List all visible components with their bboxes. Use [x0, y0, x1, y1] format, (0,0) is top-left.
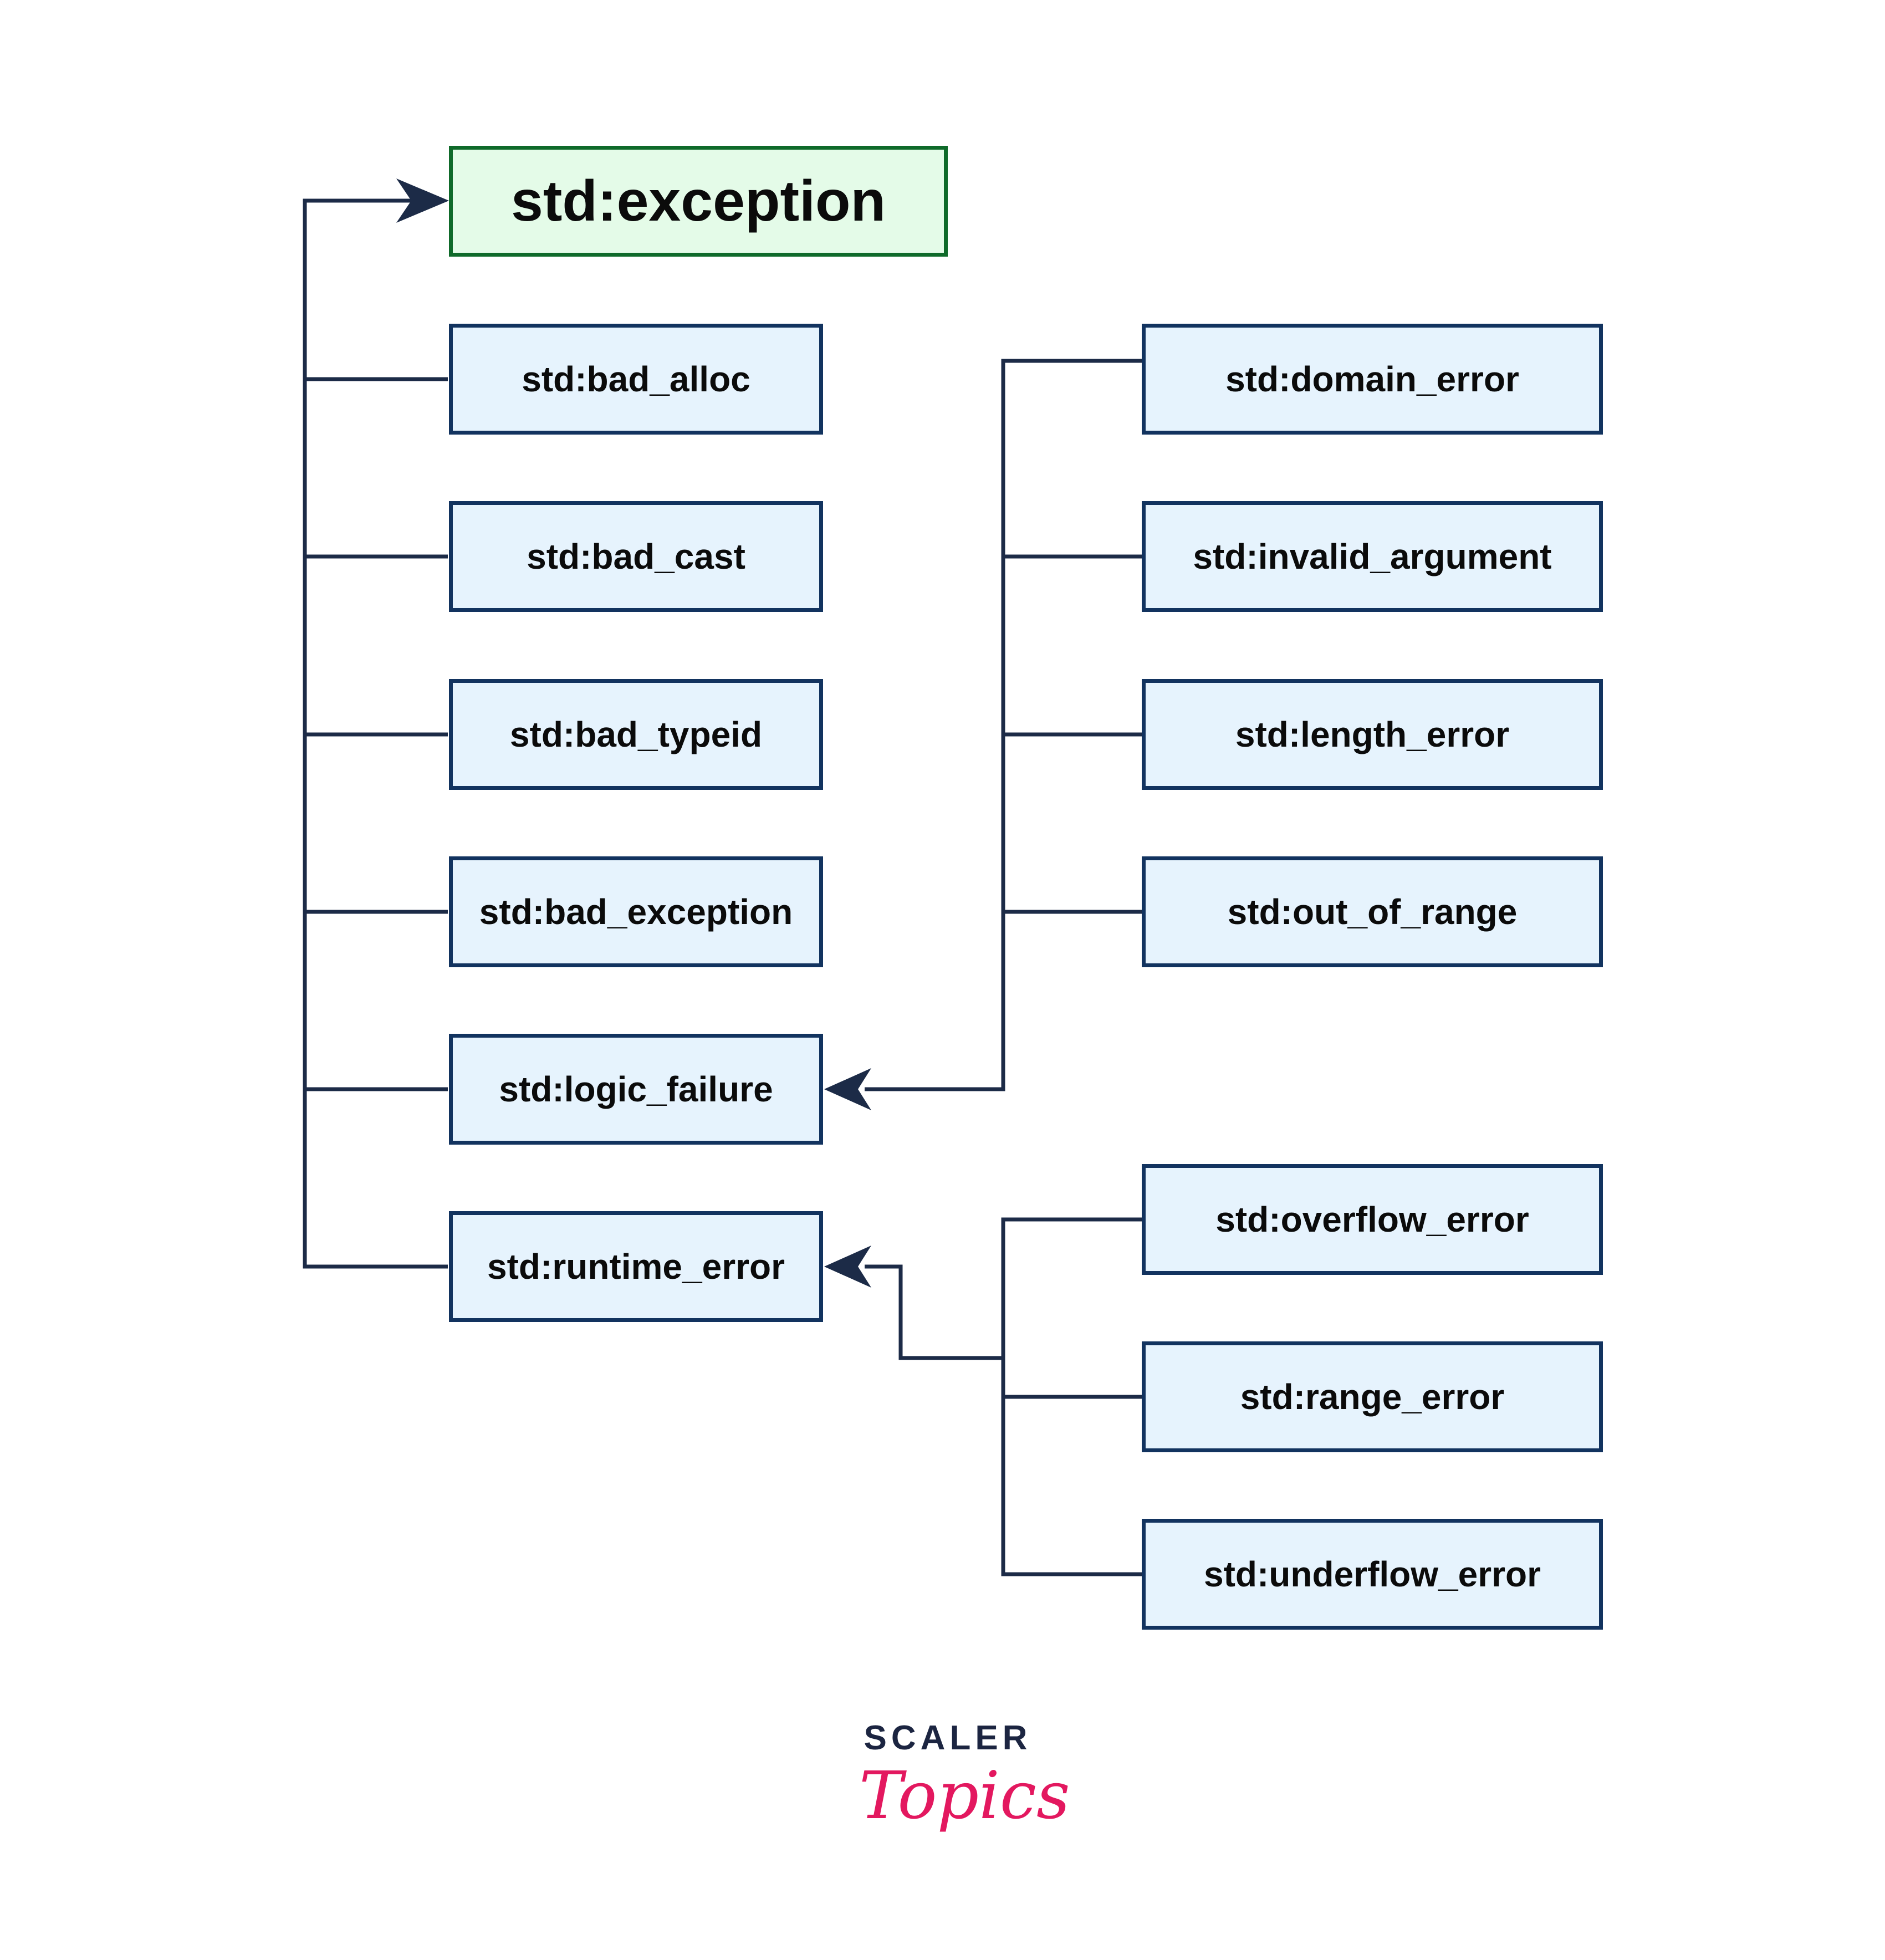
logic-branch-trunk [865, 359, 1143, 1091]
node-std-exception: std:exception [449, 146, 948, 257]
node-std-runtime-error: std:runtime_error [449, 1211, 823, 1322]
node-std-underflow-error: std:underflow_error [1142, 1519, 1603, 1630]
logo-script-text: Topics [859, 1757, 1070, 1834]
node-std-bad-typeid: std:bad_typeid [449, 679, 823, 790]
node-std-bad-cast: std:bad_cast [449, 501, 823, 612]
node-std-overflow-error: std:overflow_error [1142, 1164, 1603, 1275]
arrowhead-logic-failure [824, 1068, 871, 1110]
logo-wordmark: SCALER [864, 1719, 1032, 1757]
node-std-range-error: std:range_error [1142, 1341, 1603, 1452]
node-std-bad-alloc: std:bad_alloc [449, 324, 823, 435]
arrowhead-runtime-error [824, 1246, 871, 1288]
node-std-bad-exception: std:bad_exception [449, 856, 823, 967]
scaler-topics-logo: SCALER Topics [854, 1718, 1070, 1862]
node-std-domain-error: std:domain_error [1142, 324, 1603, 435]
runtime-branch-link [865, 1264, 1003, 1360]
node-std-length-error: std:length_error [1142, 679, 1603, 790]
node-std-out-of-range: std:out_of_range [1142, 856, 1603, 967]
arrowhead-root [396, 178, 449, 223]
node-std-logic-failure: std:logic_failure [449, 1034, 823, 1145]
node-std-invalid-argument: std:invalid_argument [1142, 501, 1603, 612]
